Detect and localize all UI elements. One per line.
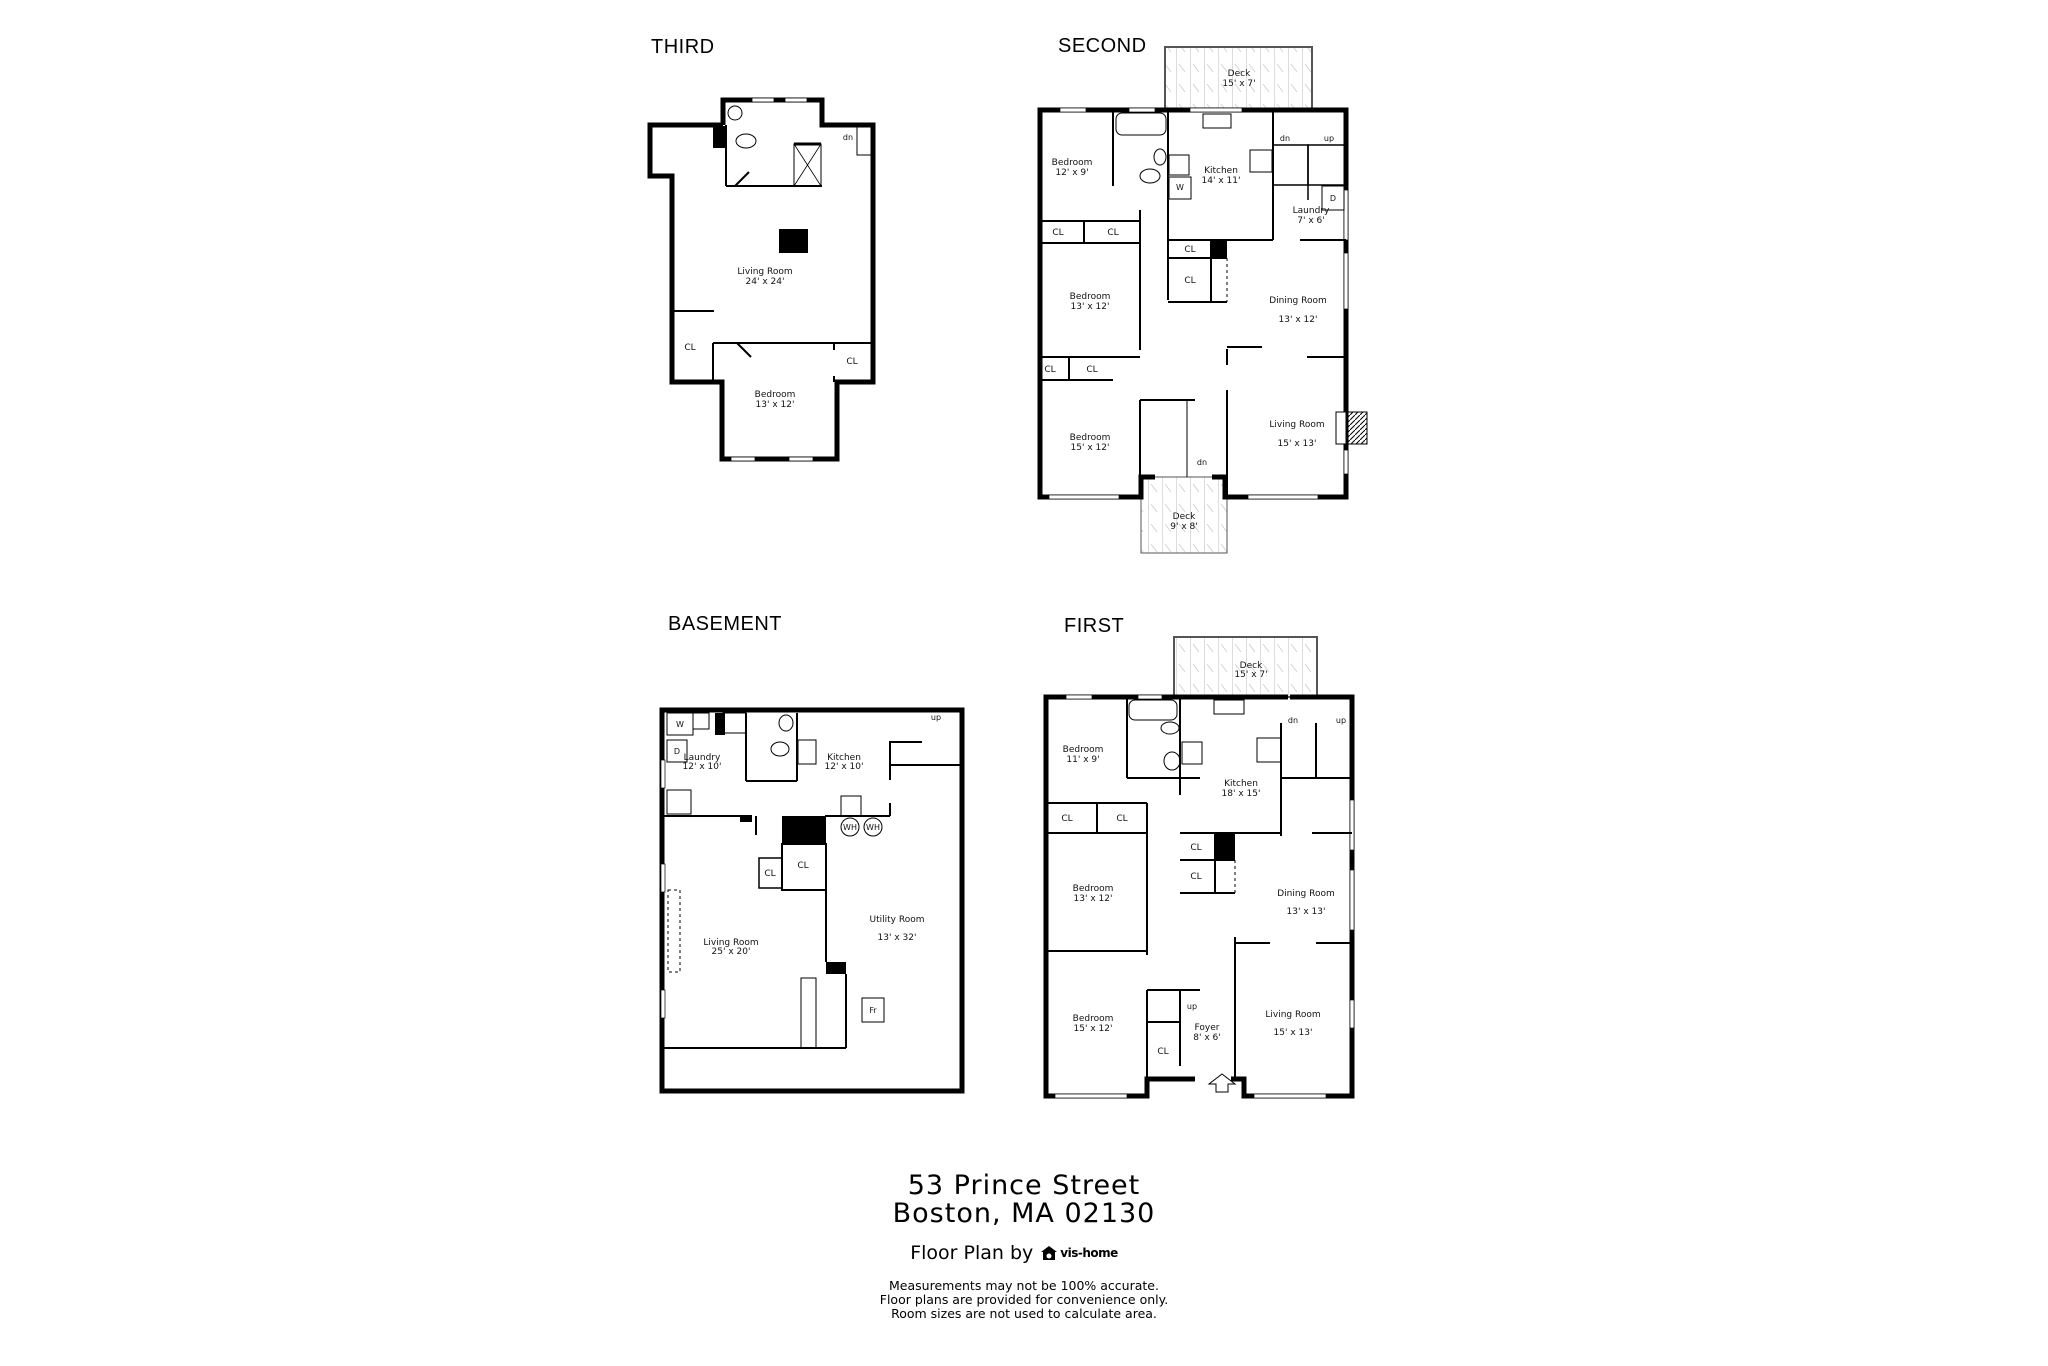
closet-label: CL bbox=[764, 869, 775, 879]
room-size: 14' x 11' bbox=[1202, 176, 1241, 186]
room-size: 12' x 10' bbox=[825, 762, 864, 772]
room-name: Deck bbox=[1228, 69, 1251, 79]
room-size: 13' x 12' bbox=[756, 400, 795, 410]
room-size: 11' x 9' bbox=[1066, 755, 1099, 765]
disclaimer-line: Measurements may not be 100% accurate. bbox=[889, 1278, 1159, 1293]
room-name: Dining Room bbox=[1269, 296, 1327, 306]
closet-label: CL bbox=[684, 343, 695, 353]
closet-label: CL bbox=[1184, 276, 1195, 286]
room-size: 15' x 12' bbox=[1071, 443, 1110, 453]
room-name: Deck bbox=[1240, 661, 1263, 671]
closet-label: CL bbox=[1107, 228, 1118, 238]
second-floor-plan bbox=[1037, 46, 1368, 554]
address-line1: 53 Prince Street bbox=[907, 1170, 1141, 1201]
closet-label: CL bbox=[1190, 872, 1201, 882]
room-name: Kitchen bbox=[1204, 166, 1238, 176]
room-size: 24' x 24' bbox=[746, 277, 785, 287]
closet-label: CL bbox=[1190, 843, 1201, 853]
room-size: 7' x 6' bbox=[1297, 216, 1324, 226]
room-name: Kitchen bbox=[827, 753, 861, 763]
room-name: Living Room bbox=[737, 267, 792, 277]
room-name: Laundry bbox=[1293, 206, 1330, 216]
first-floor-plan bbox=[1043, 636, 1355, 1099]
room-size: 15' x 7' bbox=[1222, 79, 1255, 89]
closet-label: CL bbox=[1052, 228, 1063, 238]
stairs-up-label: up bbox=[1336, 716, 1346, 725]
room-name: Kitchen bbox=[1224, 779, 1258, 789]
room-size: 13' x 13' bbox=[1287, 907, 1326, 917]
stairs-dn-label: dn bbox=[1280, 134, 1290, 143]
room-name: Utility Room bbox=[870, 915, 925, 925]
floor-label-first: FIRST bbox=[1064, 615, 1125, 637]
room-size: 9' x 8' bbox=[1170, 522, 1197, 532]
closet-label: CL bbox=[1157, 1047, 1168, 1057]
closet-label: CL bbox=[1061, 814, 1072, 824]
room-size: 12' x 10' bbox=[683, 762, 722, 772]
house-camera-icon bbox=[1041, 1246, 1058, 1260]
third-floor-plan bbox=[647, 97, 876, 462]
stairs-dn-label: dn bbox=[1288, 716, 1298, 725]
room-name: Bedroom bbox=[1070, 433, 1111, 443]
closet-label: CL bbox=[1184, 245, 1195, 255]
water-heater-label: WH bbox=[866, 823, 880, 832]
room-name: Living Room bbox=[1265, 1010, 1320, 1020]
room-name: Laundry bbox=[684, 753, 721, 763]
floor-plan-credit: Floor Plan by vis-home bbox=[0, 1242, 2038, 1264]
room-name: Bedroom bbox=[755, 390, 796, 400]
closet-label: CL bbox=[846, 357, 857, 367]
room-name: Bedroom bbox=[1063, 745, 1104, 755]
room-name: Foyer bbox=[1195, 1023, 1220, 1033]
brand-name: vis-home bbox=[1060, 1246, 1118, 1260]
room-size: 12' x 9' bbox=[1055, 168, 1088, 178]
water-heater-label: WH bbox=[843, 823, 857, 832]
washer-label: W bbox=[676, 720, 684, 729]
stairs-up-label: up bbox=[1324, 134, 1334, 143]
closet-label: CL bbox=[797, 861, 808, 871]
room-size: 18' x 15' bbox=[1222, 789, 1261, 799]
room-size: 13' x 32' bbox=[878, 933, 917, 943]
room-name: Bedroom bbox=[1073, 1014, 1114, 1024]
address-line2: Boston, MA 02130 bbox=[892, 1198, 1156, 1229]
room-size: 13' x 12' bbox=[1074, 894, 1113, 904]
washer-label: W bbox=[1176, 183, 1184, 192]
stairs-dn-label: dn bbox=[1197, 458, 1207, 467]
floor-label-basement: BASEMENT bbox=[668, 613, 783, 635]
disclaimer: Measurements may not be 100% accurate. F… bbox=[0, 1279, 2048, 1321]
room-size: 13' x 12' bbox=[1071, 302, 1110, 312]
room-name: Dining Room bbox=[1277, 889, 1335, 899]
room-size: 13' x 12' bbox=[1279, 315, 1318, 325]
room-size: 8' x 6' bbox=[1193, 1033, 1220, 1043]
room-name: Living Room bbox=[703, 938, 758, 948]
freezer-label: Fr bbox=[869, 1006, 877, 1015]
room-size: 15' x 12' bbox=[1074, 1024, 1113, 1034]
dryer-label: D bbox=[1330, 194, 1336, 203]
room-name: Bedroom bbox=[1052, 158, 1093, 168]
floor-label-second: SECOND bbox=[1058, 35, 1147, 57]
room-name: Bedroom bbox=[1070, 292, 1111, 302]
room-size: 15' x 7' bbox=[1234, 670, 1267, 680]
room-name: Bedroom bbox=[1073, 884, 1114, 894]
room-size: 25' x 20' bbox=[712, 947, 751, 957]
room-name: Deck bbox=[1173, 512, 1196, 522]
disclaimer-line: Room sizes are not used to calculate are… bbox=[891, 1306, 1157, 1321]
address: 53 Prince Street Boston, MA 02130 bbox=[0, 1172, 2048, 1228]
closet-label: CL bbox=[1116, 814, 1127, 824]
stairs-dn-label: dn bbox=[843, 133, 853, 142]
room-size: 15' x 13' bbox=[1278, 439, 1317, 449]
basement-floor-plan bbox=[659, 707, 965, 1094]
stairs-up-label: up bbox=[1187, 1002, 1197, 1011]
floor-plan-by-label: Floor Plan by bbox=[910, 1242, 1034, 1264]
vis-home-logo: vis-home bbox=[1041, 1246, 1118, 1260]
closet-label: CL bbox=[1044, 365, 1055, 375]
room-size: 15' x 13' bbox=[1274, 1028, 1313, 1038]
room-name: Living Room bbox=[1269, 420, 1324, 430]
floor-label-third: THIRD bbox=[651, 36, 715, 58]
dryer-label: D bbox=[674, 747, 680, 756]
disclaimer-line: Floor plans are provided for convenience… bbox=[879, 1292, 1169, 1307]
stairs-up-label: up bbox=[931, 713, 941, 722]
closet-label: CL bbox=[1086, 365, 1097, 375]
